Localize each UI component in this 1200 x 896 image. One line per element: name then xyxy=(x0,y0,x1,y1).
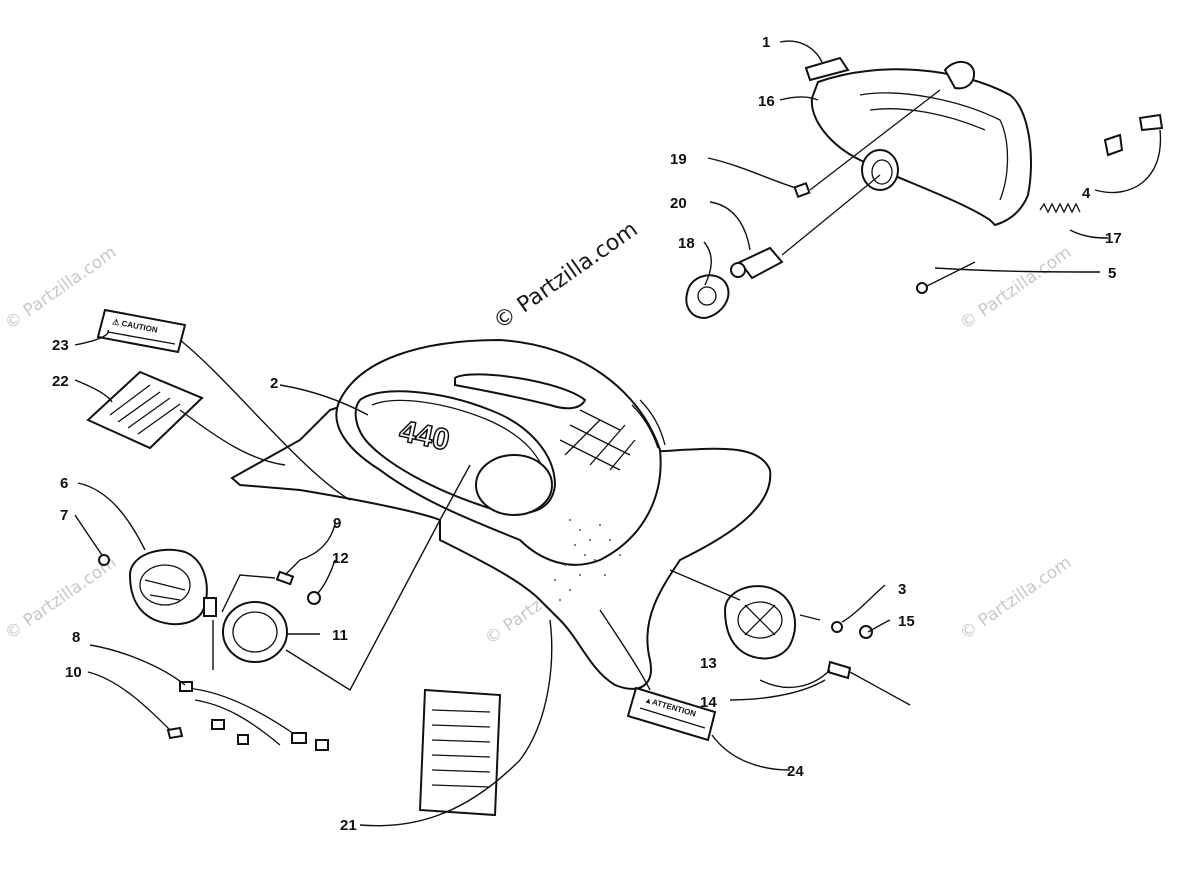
leader-lines xyxy=(74,40,1162,827)
callout-14: 14 xyxy=(700,694,717,711)
hood-cowl: 440 xyxy=(230,338,772,690)
stipple-texture xyxy=(554,519,621,601)
spring xyxy=(1039,202,1081,214)
callout-9: 9 xyxy=(333,515,341,532)
caution-decal: ⚠ CAUTION xyxy=(96,308,187,354)
callout-2: 2 xyxy=(270,375,278,392)
callout-11: 11 xyxy=(332,627,348,644)
tachometer-cup xyxy=(723,585,911,706)
bracket-9 xyxy=(275,570,295,586)
callout-23: 23 xyxy=(52,337,69,354)
callout-20: 20 xyxy=(670,195,687,212)
callout-3: 3 xyxy=(898,581,906,598)
callout-22: 22 xyxy=(52,373,69,390)
headlight-housing xyxy=(685,56,1164,320)
callout-1: 1 xyxy=(762,34,770,51)
watermark-right: © Partzilla.com xyxy=(956,242,1075,334)
callout-16: 16 xyxy=(758,93,775,110)
callout-19: 19 xyxy=(670,151,687,168)
callout-24: 24 xyxy=(787,763,804,780)
callout-17: 17 xyxy=(1105,230,1122,247)
callout-15: 15 xyxy=(898,613,915,630)
watermark-left-low: © Partzilla.com xyxy=(1,552,120,644)
callout-labels: 1 2 3 4 5 6 7 8 9 10 11 12 13 14 15 16 1… xyxy=(52,34,1122,834)
warning-decal-21 xyxy=(418,688,502,817)
callout-12: 12 xyxy=(332,550,349,567)
callout-7: 7 xyxy=(60,507,68,524)
speedometer xyxy=(98,548,217,626)
callout-21: 21 xyxy=(340,817,357,834)
callout-13: 13 xyxy=(700,655,717,672)
callout-8: 8 xyxy=(72,629,80,646)
watermark-main: © Partzilla.com xyxy=(489,217,642,335)
callout-18: 18 xyxy=(678,235,695,252)
callout-6: 6 xyxy=(60,475,68,492)
callout-10: 10 xyxy=(65,664,82,681)
warning-decal-22 xyxy=(86,370,204,450)
callout-5: 5 xyxy=(1108,265,1116,282)
watermark-right-low: © Partzilla.com xyxy=(956,552,1075,644)
callout-4: 4 xyxy=(1082,185,1091,202)
nut-12 xyxy=(307,591,321,605)
wire-harness xyxy=(166,681,329,751)
gasket-ring xyxy=(222,601,288,663)
attention-decal: ▲ATTENTION xyxy=(626,686,717,742)
